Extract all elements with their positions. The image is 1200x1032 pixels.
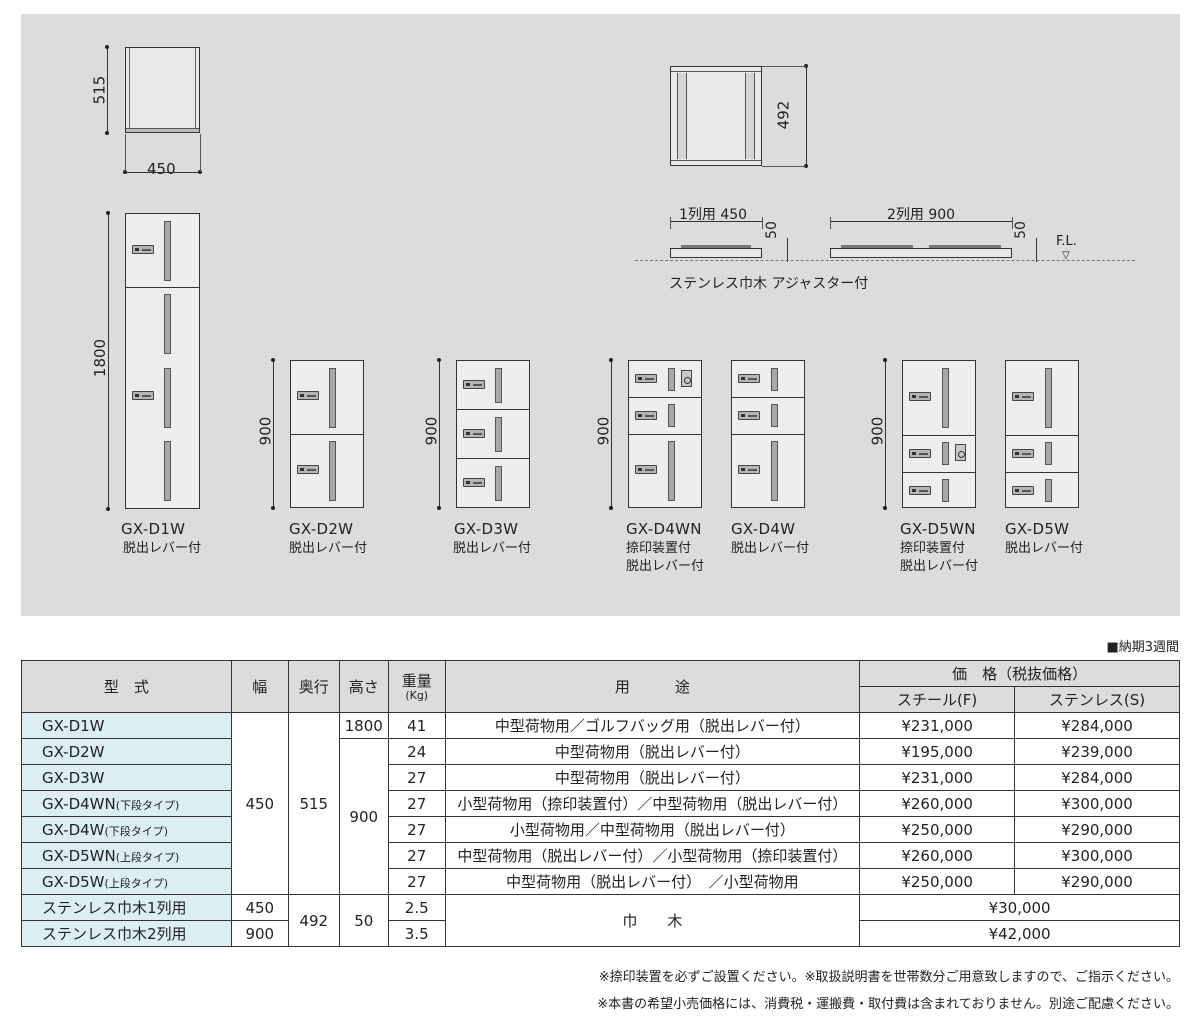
table-row: GX-D4WN(下段タイプ) 27 小型荷物用（捺印装置付）／中型荷物用（脱出レ…	[21, 790, 1180, 817]
table-row: GX-D1W 450 515 1800 41 中型荷物用／ゴルフバッグ用（脱出レ…	[21, 712, 1180, 895]
table-row-skirt: ステンレス巾木1列用 450 492 50 2.5 巾 木 ¥30,000	[21, 894, 1180, 947]
table-row: GX-D2W 900 24 中型荷物用（脱出レバー付） ¥195,000 ¥23…	[21, 738, 1180, 895]
gx-d1w-model: GX-D1W	[121, 520, 186, 538]
skirt-one-row-label: 1列用 450	[679, 207, 748, 223]
side-width-label: 450	[147, 160, 176, 178]
footnotes: ※捺印装置を必ずご設置ください。※取扱説明書を世帯数分ご用意致しますので、ご指示…	[597, 964, 1179, 1018]
gx-d1w-height: 1800	[91, 338, 110, 378]
side-view-box	[125, 47, 200, 133]
skirt-one-row	[670, 248, 762, 258]
skirt-height-2-label: 50	[1012, 221, 1029, 239]
table-row: GX-D3W 27 中型荷物用（脱出レバー付） ¥231,000 ¥284,00…	[21, 764, 1180, 791]
skirt-two-row	[830, 248, 1012, 258]
floor-level-label: F.L.	[1056, 234, 1077, 249]
drawing-panel: 515 450 492 1列用 450 50 2列用 900	[21, 14, 1180, 616]
table-row: GX-D5W(上段タイプ) 27 中型荷物用（脱出レバー付） ／小型荷物用 ¥2…	[21, 868, 1180, 895]
floor-line	[635, 260, 1135, 261]
base-depth-label: 492	[774, 100, 793, 130]
footnote: ※捺印装置を必ずご設置ください。※取扱説明書を世帯数分ご用意致しますので、ご指示…	[598, 970, 1179, 985]
base-frame	[670, 66, 762, 166]
table-row: GX-D4W(下段タイプ) 27 小型荷物用／中型荷物用（脱出レバー付） ¥25…	[21, 816, 1180, 843]
lead-time: ■納期3週間	[1106, 640, 1179, 655]
table-row: GX-D5WN(上段タイプ) 27 中型荷物用（脱出レバー付）／小型荷物用（捺印…	[21, 842, 1180, 869]
footnote: ※本書の希望小売価格には、消費税・運搬費・取付費は含まれておりません。別途ご配慮…	[597, 997, 1179, 1012]
stamp-device-icon	[955, 444, 966, 461]
stamp-device-icon	[681, 370, 692, 387]
price-table: 型 式 幅 奥行 高さ 重量(Kg) 用 途 価 格（税抜価格） スチール(F)…	[21, 660, 1180, 947]
table-header-row: 型 式 幅 奥行 高さ 重量(Kg) 用 途 価 格（税抜価格）	[21, 660, 1180, 713]
skirt-two-row-label: 2列用 900	[887, 207, 956, 223]
side-height-label: 515	[90, 75, 109, 105]
skirt-height-1-label: 50	[763, 221, 780, 239]
table-row-skirt: ステンレス巾木2列用 900 3.5 ¥42,000	[21, 920, 1180, 947]
skirting-caption: ステンレス巾木 アジャスター付	[669, 276, 869, 292]
